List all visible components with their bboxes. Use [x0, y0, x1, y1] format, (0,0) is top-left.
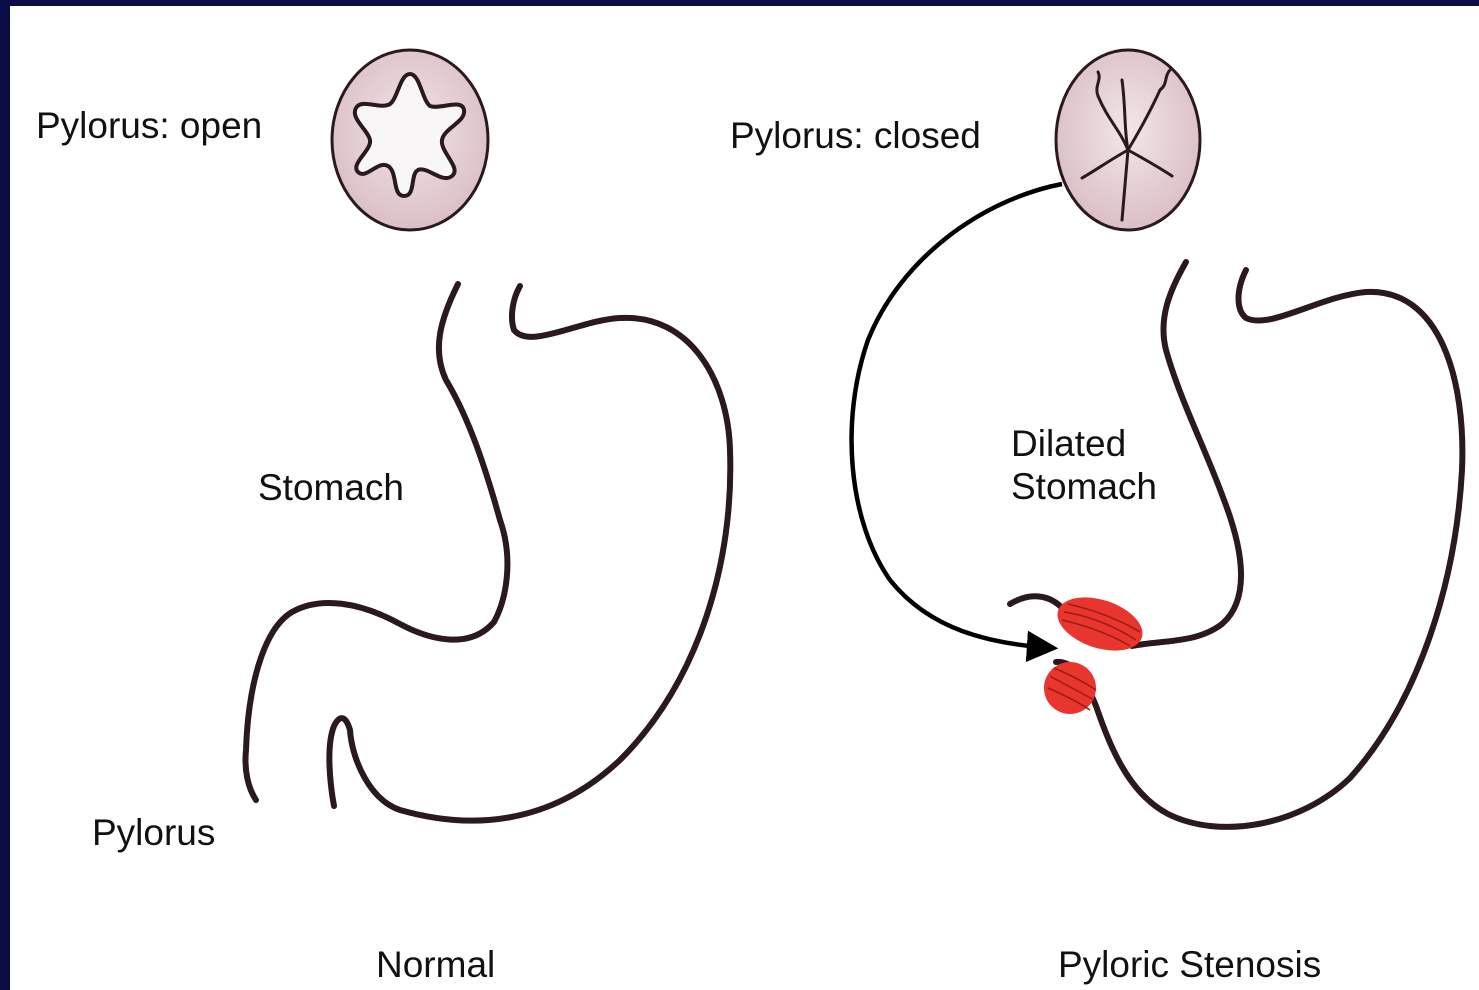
label-dilated-line1: Dilated [1011, 422, 1157, 465]
label-pylorus: Pylorus [92, 813, 215, 854]
label-normal: Normal [376, 945, 495, 986]
label-pyloric-stenosis: Pyloric Stenosis [1058, 945, 1321, 986]
label-pylorus-closed: Pylorus: closed [730, 116, 981, 157]
pylorus-closed-disc [1056, 50, 1200, 230]
pyloric-muscle-upper [1051, 588, 1150, 661]
label-dilated-line2: Stomach [1011, 465, 1157, 508]
pylorus-open-disc [332, 50, 488, 230]
label-stomach: Stomach [258, 468, 404, 509]
label-pylorus-open: Pylorus: open [36, 106, 262, 147]
pyloric-muscle-lower [1044, 662, 1096, 714]
dilated-stomach-outline [1010, 262, 1462, 827]
normal-stomach-outline [245, 284, 730, 821]
pylorus-arrow [852, 184, 1062, 648]
label-dilated-stomach: Dilated Stomach [1011, 422, 1157, 508]
